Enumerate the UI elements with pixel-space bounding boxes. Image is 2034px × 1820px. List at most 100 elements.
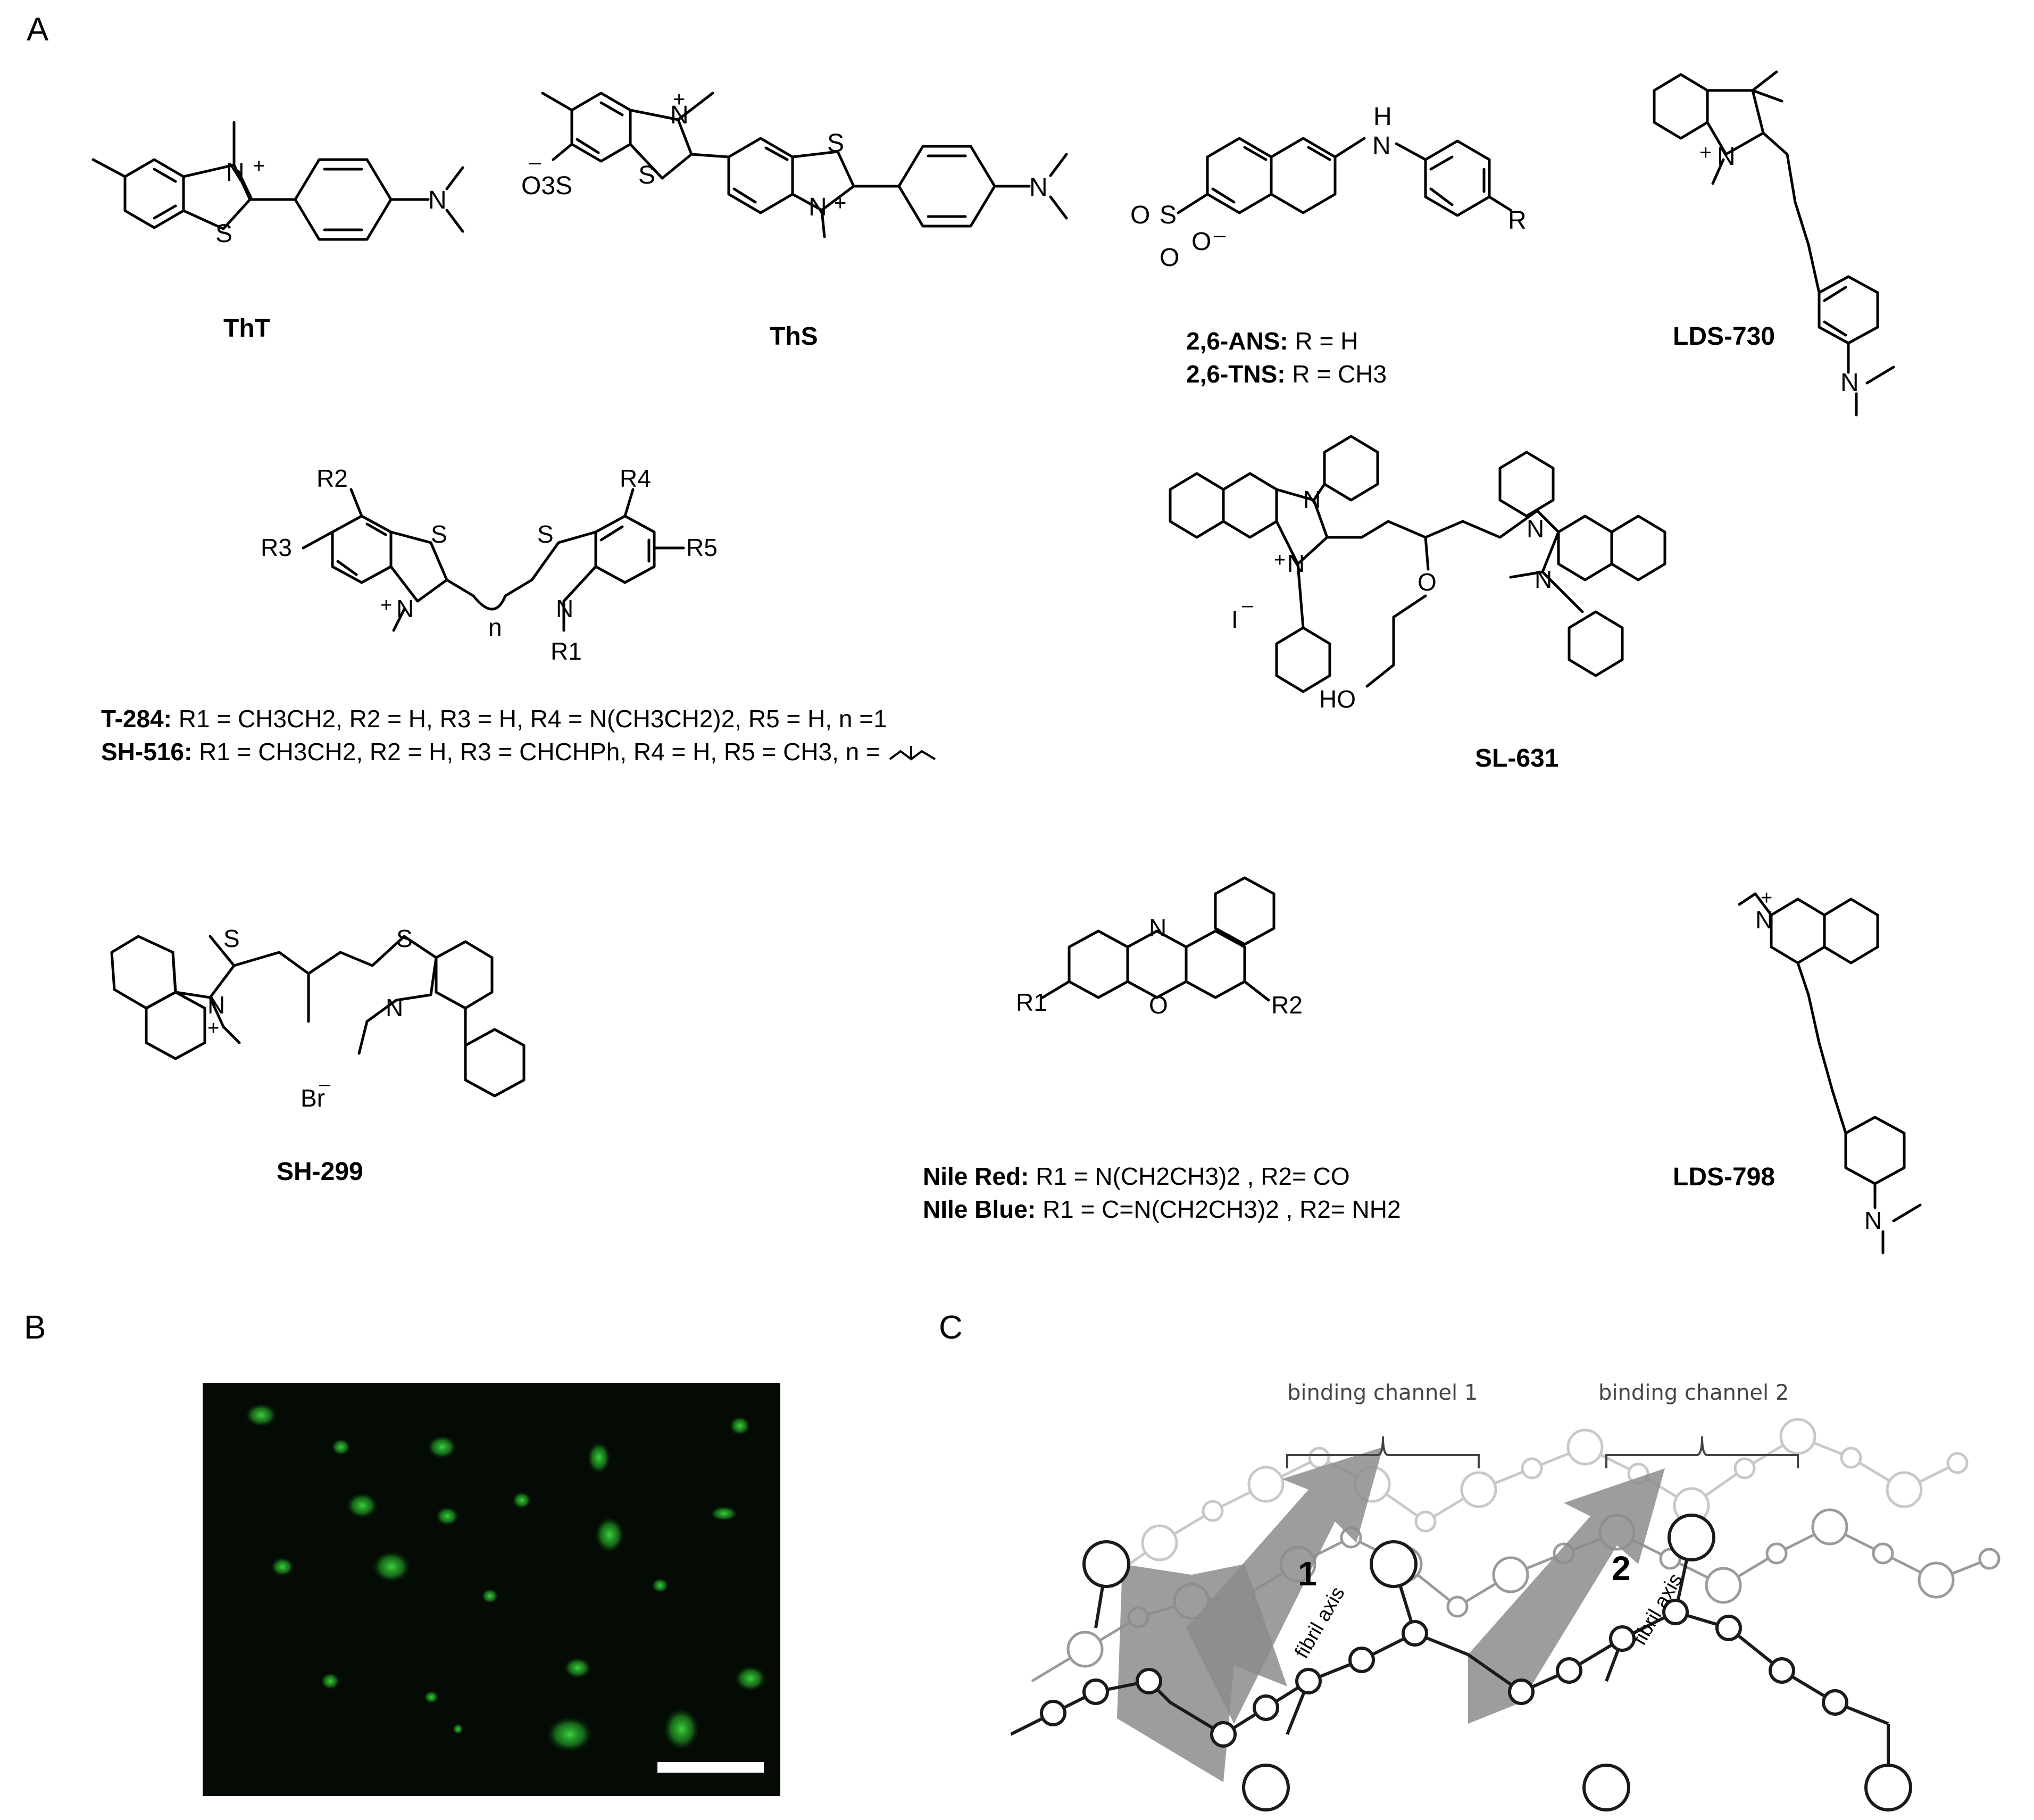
svg-text:R4: R4 (620, 464, 651, 492)
channel-numbers: 1 2 (1298, 1549, 1631, 1593)
nile-red-value: R1 = N(CH2CH3)2 , R2= CO (1036, 1162, 1350, 1190)
fluorescence-micrograph (203, 1383, 780, 1796)
structures-panel: N + S N N + S O3S – S N + N (91, 70, 1922, 1254)
svg-text:S: S (223, 925, 240, 952)
binding-arrow-1 (1117, 1447, 1383, 1782)
label-ths: ThS (770, 322, 818, 351)
tht-n: N (226, 159, 245, 187)
svg-text:H: H (1373, 103, 1392, 131)
svg-text:N: N (396, 595, 414, 622)
svg-text:R1: R1 (1016, 988, 1047, 1016)
svg-text:O: O (1418, 568, 1437, 596)
svg-text:R5: R5 (686, 534, 718, 561)
nile-red-name: Nile Red: (923, 1162, 1029, 1190)
svg-text:N: N (1287, 550, 1305, 577)
panel-letter-c: C (939, 1309, 963, 1346)
svg-text:n: n (488, 613, 502, 641)
svg-text:O: O (1191, 228, 1211, 256)
nile-blue-value: R1 = C=N(CH2CH3)2 , R2= NH2 (1042, 1195, 1401, 1223)
svg-text:N: N (1527, 515, 1544, 543)
structure-sh299-labels: S N + Br – S N (207, 925, 413, 1112)
label-lds730: LDS-730 (1673, 322, 1775, 351)
structure-ans (1177, 137, 1512, 217)
svg-text:–: – (1242, 594, 1254, 617)
panel-letter-b: B (24, 1309, 46, 1346)
label-sl631: SL-631 (1475, 744, 1559, 772)
sh516-name: SH-516: (101, 738, 193, 766)
svg-text:S: S (537, 520, 554, 548)
ths-s1: S (638, 161, 655, 189)
svg-text:N: N (1372, 132, 1391, 160)
svg-text:+: + (1274, 549, 1286, 571)
svg-text:N: N (1149, 914, 1166, 942)
front-strand (1011, 1514, 1912, 1811)
svg-text:N: N (1755, 906, 1773, 934)
svg-text:–: – (1214, 223, 1226, 247)
svg-text:N: N (207, 991, 225, 1019)
svg-text:N: N (1717, 143, 1736, 171)
label-lds798: LDS-798 (1673, 1163, 1775, 1191)
label-sh299: SH-299 (277, 1158, 363, 1186)
stained-cells (245, 1403, 766, 1752)
ans-name: 2,6-ANS: (1186, 327, 1288, 355)
label-tht: ThT (223, 314, 270, 343)
svg-text:+: + (207, 1017, 219, 1040)
svg-text:R3: R3 (261, 534, 292, 561)
ths-n1: N (670, 101, 689, 129)
background-strand (1105, 1418, 1969, 1582)
svg-text:R2: R2 (316, 464, 348, 492)
structure-lds798-labels: N + N (1755, 887, 1882, 1234)
svg-text:S: S (1160, 201, 1177, 229)
panel-letter-a: A (27, 11, 49, 48)
ans-definition: 2,6-ANS: R = H 2,6-TNS: R = CH3 (1186, 325, 1387, 390)
svg-text:S: S (396, 925, 413, 952)
svg-text:–: – (529, 151, 541, 174)
diene-fragment-icon (889, 745, 936, 761)
svg-text:N: N (386, 994, 403, 1021)
svg-text:O: O (1130, 201, 1150, 229)
svg-text:N: N (1864, 1207, 1882, 1234)
structure-tht-labels: N + S N (215, 154, 447, 248)
binding-channel-2-label: binding channel 2 (1598, 1381, 1789, 1405)
tns-name: 2,6-TNS: (1186, 360, 1286, 388)
nile-definition: Nile Red: R1 = N(CH2CH3)2 , R2= CO NIle … (923, 1160, 1401, 1226)
structure-sl631 (1169, 435, 1666, 693)
ths-s2: S (827, 129, 844, 157)
svg-text:+: + (673, 88, 685, 111)
svg-text:+: + (834, 192, 846, 215)
svg-text:–: – (319, 1073, 331, 1095)
svg-text:O: O (1149, 991, 1168, 1019)
structure-t284 (302, 488, 685, 632)
t284-name: T-284: (101, 705, 172, 733)
scale-bar (657, 1762, 764, 1773)
ths-nme2: N (1029, 173, 1048, 202)
binding-channel-1-label: binding channel 1 (1287, 1381, 1478, 1405)
svg-text:+: + (380, 594, 392, 617)
structure-sl631-labels: N N + I – O HO N N (1231, 486, 1552, 713)
svg-text:HO: HO (1319, 685, 1356, 713)
structure-ans-labels: N H S O O O – R (1130, 103, 1527, 272)
nile-blue-name: NIle Blue: (923, 1195, 1036, 1223)
svg-text:N: N (1535, 566, 1552, 593)
svg-text:N: N (1303, 486, 1321, 513)
svg-text:R2: R2 (1271, 991, 1303, 1019)
structure-nile-labels: N O R1 R2 (1016, 914, 1303, 1019)
svg-text:R1: R1 (551, 637, 582, 665)
structure-lds730-labels: N + N (1699, 141, 1859, 397)
ths-so3: O3S (521, 172, 572, 200)
svg-text:O: O (1160, 244, 1179, 272)
svg-text:R: R (1508, 206, 1527, 235)
structure-lds730 (1653, 70, 1895, 417)
svg-text:I: I (1231, 605, 1238, 633)
tns-value: R = CH3 (1292, 360, 1387, 388)
channel-brackets (1286, 1436, 1799, 1468)
binding-arrow-2 (1468, 1468, 1665, 1724)
svg-text:S: S (431, 520, 447, 548)
ans-value: R = H (1295, 327, 1358, 355)
sh516-value: R1 = CH3CH2, R2 = H, R3 = CHCHPh, R4 = H… (199, 738, 880, 766)
structure-lds798 (1738, 892, 1922, 1254)
t284-definition: T-284: R1 = CH3CH2, R2 = H, R3 = H, R4 =… (101, 702, 940, 768)
structure-t284-labels: R2 R3 S N + n S N R1 R4 R5 (261, 464, 718, 665)
svg-text:N: N (556, 595, 573, 622)
t284-value: R1 = CH3CH2, R2 = H, R3 = H, R4 = N(CH3C… (178, 705, 887, 733)
